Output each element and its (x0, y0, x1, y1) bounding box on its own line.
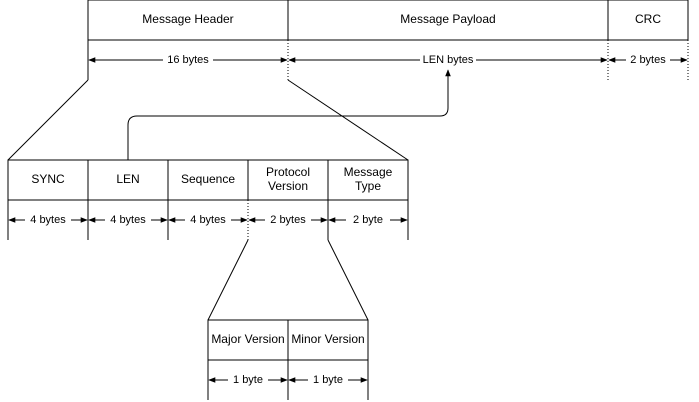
len-cell (87, 159, 169, 201)
sync-cell (7, 159, 89, 201)
len-size-label: 4 bytes (110, 214, 146, 226)
crc-cell (607, 0, 689, 41)
sync-label: SYNC (31, 172, 65, 186)
len-to-payload-connector (127, 69, 451, 160)
expand-line-right (287, 79, 409, 161)
expand-line-left (7, 79, 89, 161)
message-type-cell (327, 159, 409, 201)
message-payload-cell (287, 0, 609, 41)
message-payload-label: Message Payload (400, 12, 495, 26)
protocol-version-dimensions: 1 byte 1 byte (207, 360, 369, 400)
crc-label: CRC (635, 12, 661, 26)
message-header-cell (87, 0, 289, 41)
payload-size-label: LEN bytes (423, 54, 474, 66)
expand-line-right (327, 239, 369, 321)
protocol-version-row: Major Version Minor Version (207, 319, 369, 361)
header-dimensions: 4 bytes 4 bytes 4 bytes 2 bytes 2 byte (7, 200, 409, 240)
major-version-label: Major Version (211, 332, 284, 346)
message-row: Message Header Message Payload CRC (87, 0, 689, 41)
minor-version-cell (287, 319, 369, 361)
sequence-cell (167, 159, 249, 201)
message-header-label: Message Header (142, 12, 233, 26)
protocol-version-label-line2: Version (268, 179, 308, 193)
message-type-label-line1: Message (344, 165, 393, 179)
major-version-cell (207, 319, 289, 361)
message-dimensions: 16 bytes LEN bytes 2 bytes (87, 40, 689, 80)
crc-size-label: 2 bytes (630, 54, 666, 66)
minor-version-label: Minor Version (291, 332, 364, 346)
protocol-version-cell (247, 159, 329, 201)
message-type-label-line2: Type (355, 179, 381, 193)
header-size-label: 16 bytes (167, 54, 209, 66)
sync-size-label: 4 bytes (30, 214, 66, 226)
sequence-size-label: 4 bytes (190, 214, 226, 226)
minor-version-size-label: 1 byte (313, 374, 343, 386)
header-row: SYNC LEN Sequence Protocol Version Messa… (7, 159, 409, 201)
len-label: LEN (116, 172, 139, 186)
protocol-version-size-label: 2 bytes (270, 214, 306, 226)
major-version-size-label: 1 byte (233, 374, 263, 386)
sequence-label: Sequence (181, 172, 235, 186)
expand-line-left (207, 239, 249, 321)
message-type-size-label: 2 byte (353, 214, 383, 226)
protocol-version-label-line1: Protocol (266, 165, 310, 179)
